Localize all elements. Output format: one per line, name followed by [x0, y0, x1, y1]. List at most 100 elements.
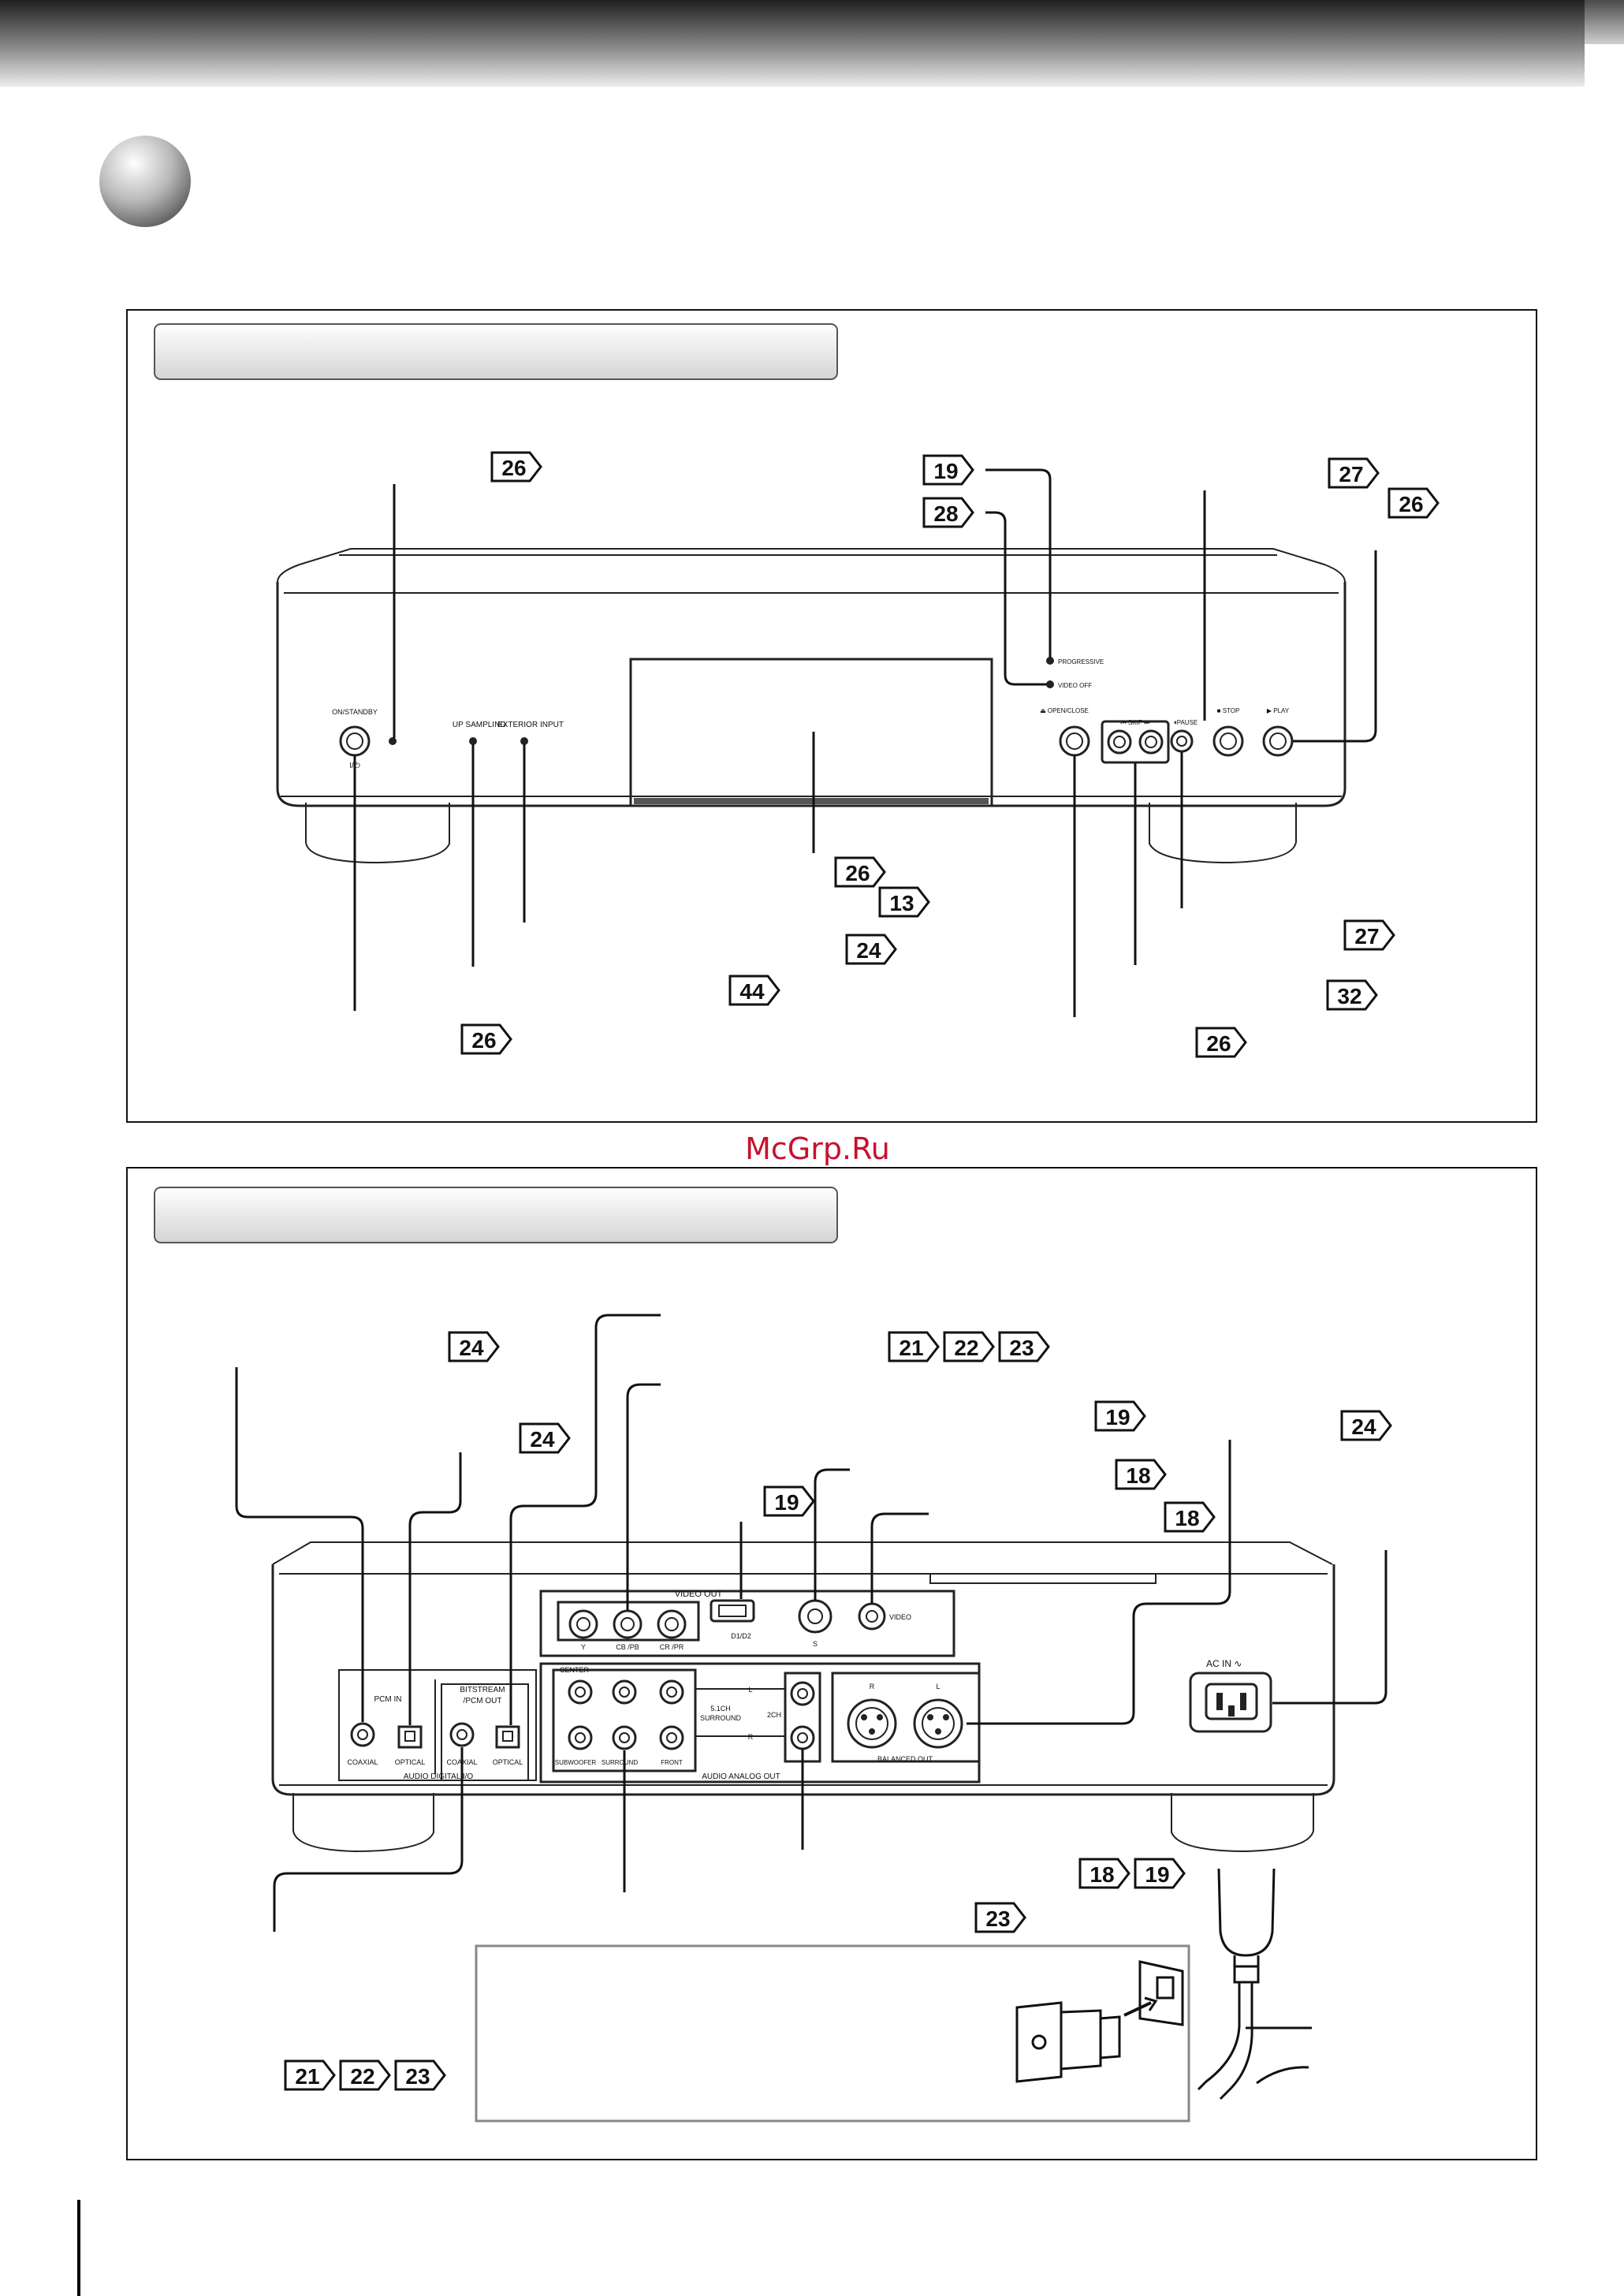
ref-display-b: 13 [878, 886, 930, 918]
optical-cap-note-box [475, 1944, 1190, 2123]
ref-display-c: 24 [845, 934, 897, 965]
front-panel-illustration [276, 548, 1347, 864]
r-label: R [748, 1733, 754, 1741]
skip-forward-button [1138, 729, 1164, 755]
skip-back-button [1107, 729, 1132, 755]
y-label: Y [581, 1643, 586, 1651]
ref-stop-a: 27 [1328, 457, 1380, 489]
s-video-jack [798, 1599, 832, 1634]
ref-video-off-led: 28 [922, 497, 974, 528]
svg-text:18: 18 [1126, 1463, 1150, 1488]
svg-text:23: 23 [1009, 1336, 1034, 1360]
l-label: L [748, 1686, 752, 1694]
ref-power-cord-b: 19 [1134, 1858, 1186, 1889]
front-panel-labels: ON/STANDBY I/⏻ UP SAMPLING EXTERIOR INPU… [332, 658, 1290, 770]
optical-out-jack [495, 1725, 520, 1749]
video-out-label: VIDEO OUT [675, 1590, 723, 1599]
optical-out-label: OPTICAL [493, 1758, 523, 1766]
two-ch-label: 2CH [767, 1711, 781, 1719]
on-standby-button [339, 725, 371, 757]
front-panel-leaders [353, 468, 1377, 1017]
cr-label: CR /PR [660, 1643, 684, 1651]
svg-text:26: 26 [1206, 1031, 1231, 1056]
optical-in-jack [397, 1725, 423, 1749]
video-off-label: VIDEO OFF [1058, 682, 1092, 689]
progressive-label: PROGRESSIVE [1058, 658, 1104, 665]
svg-text:21: 21 [295, 2064, 319, 2089]
svg-text:19: 19 [1105, 1405, 1130, 1429]
center-label: CENTER [560, 1666, 590, 1674]
ref-display-a: 26 [834, 856, 886, 888]
play-label: ▶ PLAY [1267, 707, 1290, 714]
svg-text:24: 24 [530, 1427, 555, 1452]
optical-in-label: OPTICAL [395, 1758, 426, 1766]
d1d2-label: D1/D2 [731, 1632, 751, 1640]
front-label: FRONT [661, 1759, 683, 1766]
exterior-input-label: EXTERIOR INPUT [497, 721, 564, 729]
progressive-led [1046, 657, 1054, 665]
ref-power-cord-a: 18 [1078, 1858, 1130, 1889]
front-r-jack [659, 1725, 684, 1750]
balanced-l-label: L [936, 1683, 940, 1690]
svg-text:27: 27 [1354, 924, 1379, 949]
svg-text:13: 13 [889, 891, 914, 915]
ref-component-a: 21 [888, 1331, 940, 1362]
ref-s-video: 19 [763, 1485, 815, 1517]
ref-coaxial-in: 24 [448, 1331, 500, 1362]
cb-label: CB /PB [616, 1643, 639, 1651]
bitstream-label: BITSTREAM [460, 1686, 505, 1694]
subwoofer-jack [568, 1725, 593, 1750]
svg-text:22: 22 [954, 1336, 978, 1360]
open-close-label: ⏏ OPEN/CLOSE [1040, 707, 1089, 714]
skip-button-frame [1101, 720, 1170, 764]
ref-digital-out-a: 21 [284, 2059, 336, 2091]
rear-panel-connectors [350, 1599, 1246, 1750]
surround-label: SURROUND [602, 1759, 638, 1766]
ref-video-b: 18 [1164, 1501, 1216, 1533]
ref-video-a: 18 [1115, 1459, 1167, 1490]
balanced-out-label: BALANCED OUT [877, 1755, 933, 1763]
d1d2-connector [710, 1599, 755, 1623]
pcm-out-label: /PCM OUT [464, 1697, 502, 1705]
rear-panel-heading-bar [154, 1187, 838, 1243]
up-sampling-led [469, 737, 477, 745]
rear-panel-section [126, 1167, 1537, 2160]
ac-in-label: AC IN ∿ [1206, 1658, 1242, 1669]
ref-balanced: 24 [1340, 1410, 1392, 1441]
video-label: VIDEO [889, 1613, 911, 1621]
video-jack [858, 1602, 886, 1631]
on-standby-label: ON/STANDBY [332, 708, 378, 716]
front-panel-heading-bar [154, 323, 838, 380]
up-sampling-label: UP SAMPLING [453, 721, 506, 729]
ref-open-close: 26 [1195, 1027, 1247, 1058]
svg-text:32: 32 [1337, 984, 1361, 1008]
ref-stop-b: 26 [1387, 487, 1440, 519]
svg-text:24: 24 [1351, 1414, 1376, 1439]
skip-label: ⏮ SKIP ⏭ [1121, 719, 1150, 726]
coaxial-in-jack [350, 1722, 375, 1747]
component-cb-jack [613, 1609, 643, 1639]
video-off-led [1046, 680, 1054, 688]
ac-in-socket [1216, 1693, 1223, 1710]
svg-text:19: 19 [933, 459, 958, 483]
svg-text:18: 18 [1089, 1862, 1114, 1887]
component-cr-jack [657, 1609, 687, 1639]
center-jack [568, 1679, 593, 1705]
power-cord-illustration [1197, 1868, 1309, 2100]
stop-label: ■ STOP [1217, 707, 1240, 714]
front-l-jack [659, 1679, 684, 1705]
two-ch-l-jack [790, 1681, 815, 1706]
svg-text:19: 19 [774, 1490, 799, 1515]
ref-pause-b: 32 [1326, 979, 1378, 1011]
ref-on-standby-button: 26 [460, 1023, 512, 1055]
page-header-tab [1585, 0, 1624, 44]
exterior-input-led [520, 737, 528, 745]
svg-text:22: 22 [350, 2064, 374, 2089]
svg-text:26: 26 [845, 861, 870, 885]
svg-text:19: 19 [1145, 1862, 1169, 1887]
svg-text:21: 21 [899, 1336, 923, 1360]
svg-text:24: 24 [459, 1336, 484, 1360]
svg-text:24: 24 [856, 938, 881, 963]
subwoofer-label: SUBWOOFER [555, 1759, 597, 1766]
